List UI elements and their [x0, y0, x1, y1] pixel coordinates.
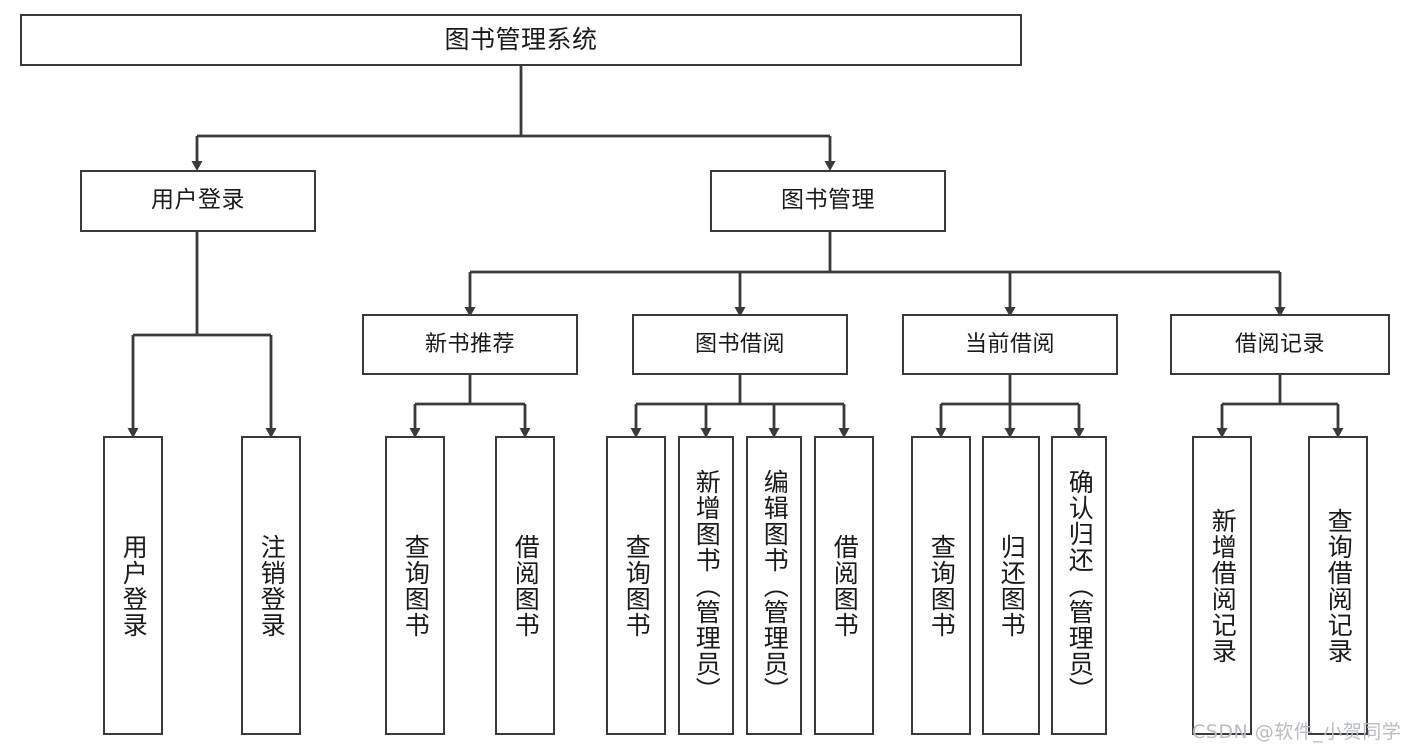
node-root-label: 图书管理系统	[444, 25, 598, 55]
leaf-current-borrow-return[interactable]: 归还图书	[982, 436, 1040, 735]
leaf-new-book-borrow[interactable]: 借阅图书	[495, 436, 555, 735]
node-book-manage[interactable]: 图书管理	[710, 170, 946, 232]
leaf-user-login-signin[interactable]: 用户登录	[103, 436, 163, 735]
node-book-manage-label: 图书管理	[781, 187, 875, 214]
node-current-borrow-label: 当前借阅	[964, 331, 1055, 357]
leaf-book-borrow-borrow-label: 借阅图书	[830, 533, 860, 638]
leaf-user-login-signin-label: 用户登录	[119, 533, 149, 638]
leaf-book-borrow-query[interactable]: 查询图书	[606, 436, 666, 735]
leaf-user-login-signout-label: 注销登录	[257, 533, 287, 638]
leaf-book-borrow-edit[interactable]: 编辑图书（管理员）	[746, 436, 802, 735]
leaf-current-borrow-query[interactable]: 查询图书	[911, 436, 971, 735]
leaf-book-borrow-edit-label: 编辑图书（管理员）	[760, 468, 790, 703]
node-new-book-recommend-label: 新书推荐	[424, 331, 515, 357]
watermark-text: CSDN @软件_小贺同学	[1192, 721, 1402, 743]
node-user-login-label: 用户登录	[151, 187, 245, 214]
leaf-book-borrow-borrow[interactable]: 借阅图书	[814, 436, 874, 735]
node-user-login[interactable]: 用户登录	[80, 170, 316, 232]
node-current-borrow[interactable]: 当前借阅	[902, 314, 1118, 375]
leaf-record-add-label: 新增借阅记录	[1208, 507, 1238, 664]
node-new-book-recommend[interactable]: 新书推荐	[362, 314, 578, 375]
leaf-current-borrow-confirm[interactable]: 确认归还（管理员）	[1051, 436, 1107, 735]
node-book-borrow-label: 图书借阅	[694, 331, 785, 357]
node-borrow-record[interactable]: 借阅记录	[1170, 314, 1390, 375]
leaf-record-add[interactable]: 新增借阅记录	[1192, 436, 1252, 735]
leaf-new-book-query-label: 查询图书	[401, 533, 431, 638]
leaf-current-borrow-confirm-label: 确认归还（管理员）	[1065, 468, 1095, 703]
leaf-book-borrow-query-label: 查询图书	[622, 533, 652, 638]
leaf-new-book-query[interactable]: 查询图书	[385, 436, 445, 735]
leaf-current-borrow-query-label: 查询图书	[927, 533, 957, 638]
leaf-new-book-borrow-label: 借阅图书	[511, 533, 541, 638]
leaf-current-borrow-return-label: 归还图书	[997, 533, 1027, 638]
node-book-borrow[interactable]: 图书借阅	[632, 314, 848, 375]
leaf-book-borrow-add[interactable]: 新增图书（管理员）	[678, 436, 734, 735]
leaf-user-login-signout[interactable]: 注销登录	[241, 436, 301, 735]
leaf-record-query[interactable]: 查询借阅记录	[1308, 436, 1368, 735]
node-borrow-record-label: 借阅记录	[1234, 331, 1325, 357]
leaf-book-borrow-add-label: 新增图书（管理员）	[692, 468, 722, 703]
leaf-record-query-label: 查询借阅记录	[1324, 507, 1354, 664]
node-root[interactable]: 图书管理系统	[20, 14, 1022, 66]
